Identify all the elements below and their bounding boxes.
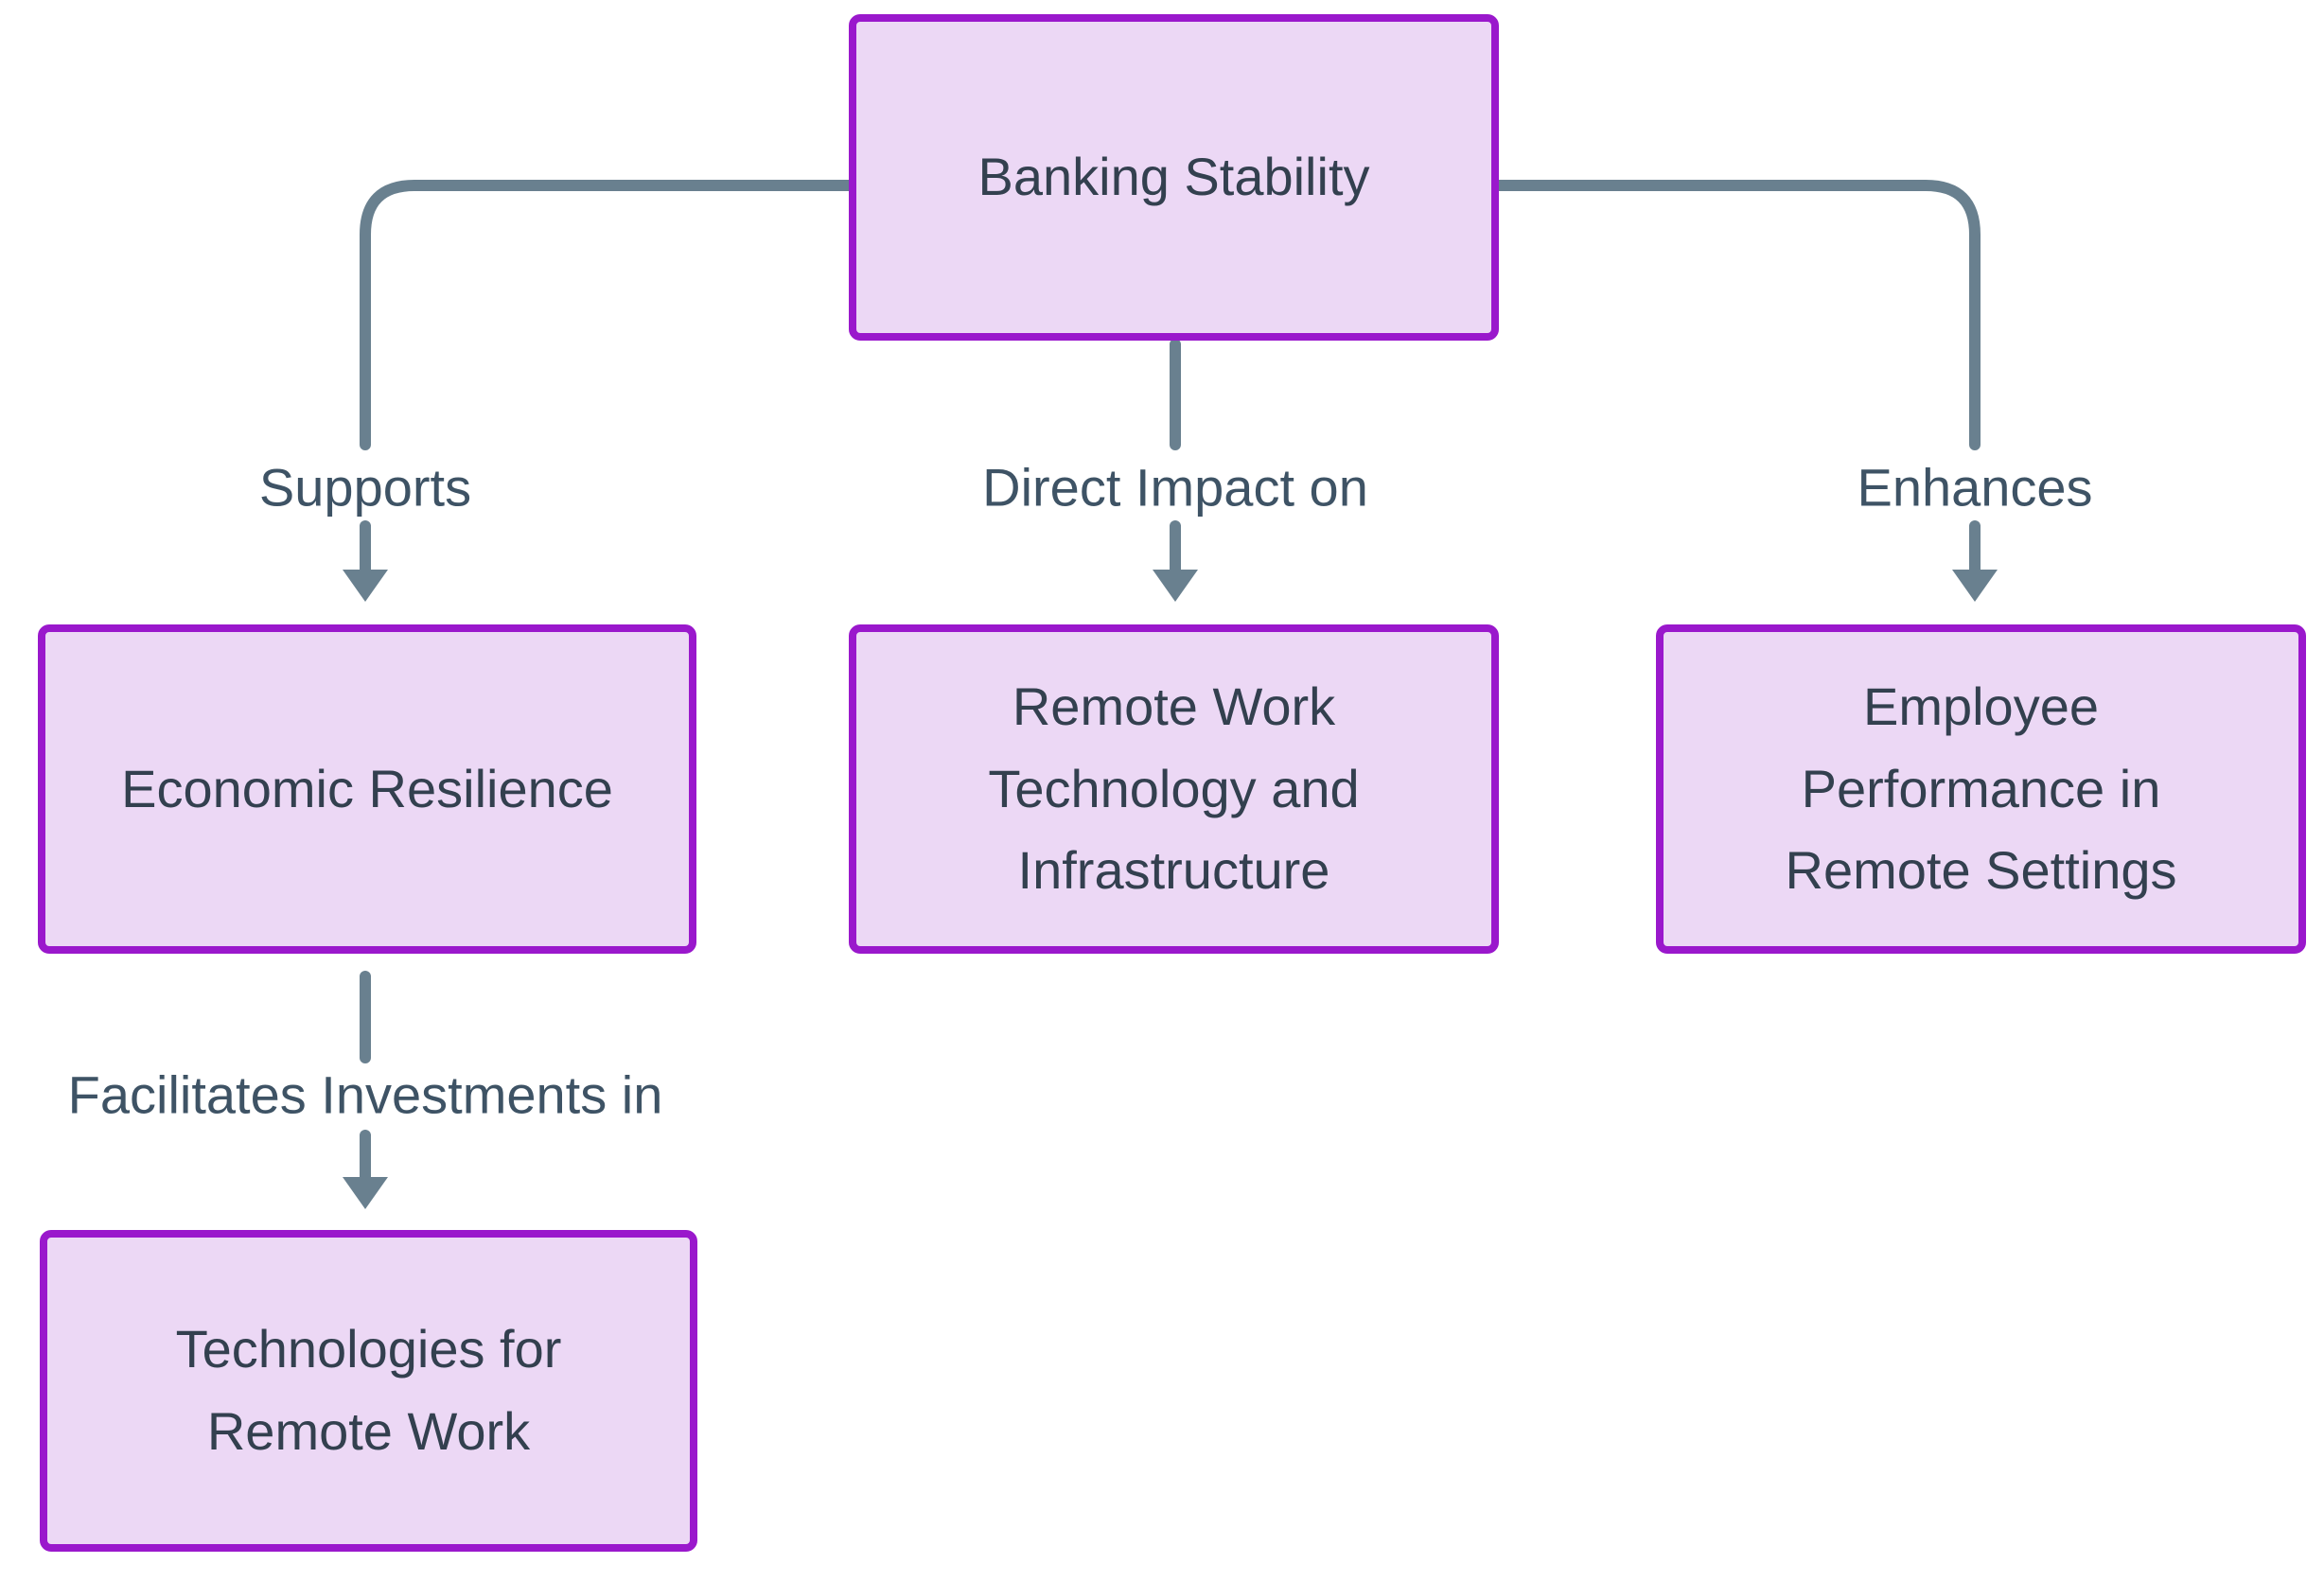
node-economic-resilience: Economic Resilience	[38, 624, 696, 954]
node-banking-stability-label: Banking Stability	[977, 147, 1370, 207]
node-technologies-remote-work-label: Technologies for Remote Work	[175, 1319, 562, 1461]
edge-banking-economic-line	[360, 180, 854, 450]
node-remote-work-technology: Remote Work Technology and Infrastructur…	[849, 624, 1499, 954]
edge-label-facilitates-investments-in: Facilitates Investments in	[67, 1064, 663, 1125]
edge-label-direct-impact-on: Direct Impact on	[982, 457, 1368, 518]
edge-economic-technologies	[343, 971, 388, 1209]
edge-banking-economic	[343, 180, 854, 602]
node-technologies-remote-work: Technologies for Remote Work	[40, 1230, 697, 1552]
edge-label-enhances: Enhances	[1857, 457, 2093, 518]
edge-banking-employee	[1493, 180, 1998, 602]
edge-banking-employee-line	[1493, 180, 1981, 450]
node-remote-work-technology-label: Remote Work Technology and Infrastructur…	[988, 676, 1360, 901]
edge-banking-economic-arrowhead-icon	[343, 570, 388, 602]
edge-banking-remote-tech-arrowhead-icon	[1153, 570, 1198, 602]
node-economic-resilience-label: Economic Resilience	[121, 758, 613, 818]
edge-banking-remote-tech	[1153, 339, 1198, 602]
node-employee-performance-label: Employee Performance in Remote Settings	[1785, 676, 2177, 901]
node-employee-performance: Employee Performance in Remote Settings	[1656, 624, 2306, 954]
edge-economic-technologies-arrowhead-icon	[343, 1177, 388, 1209]
edge-banking-employee-arrowhead-icon	[1952, 570, 1998, 602]
node-banking-stability: Banking Stability	[849, 14, 1499, 341]
edge-label-supports: Supports	[258, 457, 472, 518]
